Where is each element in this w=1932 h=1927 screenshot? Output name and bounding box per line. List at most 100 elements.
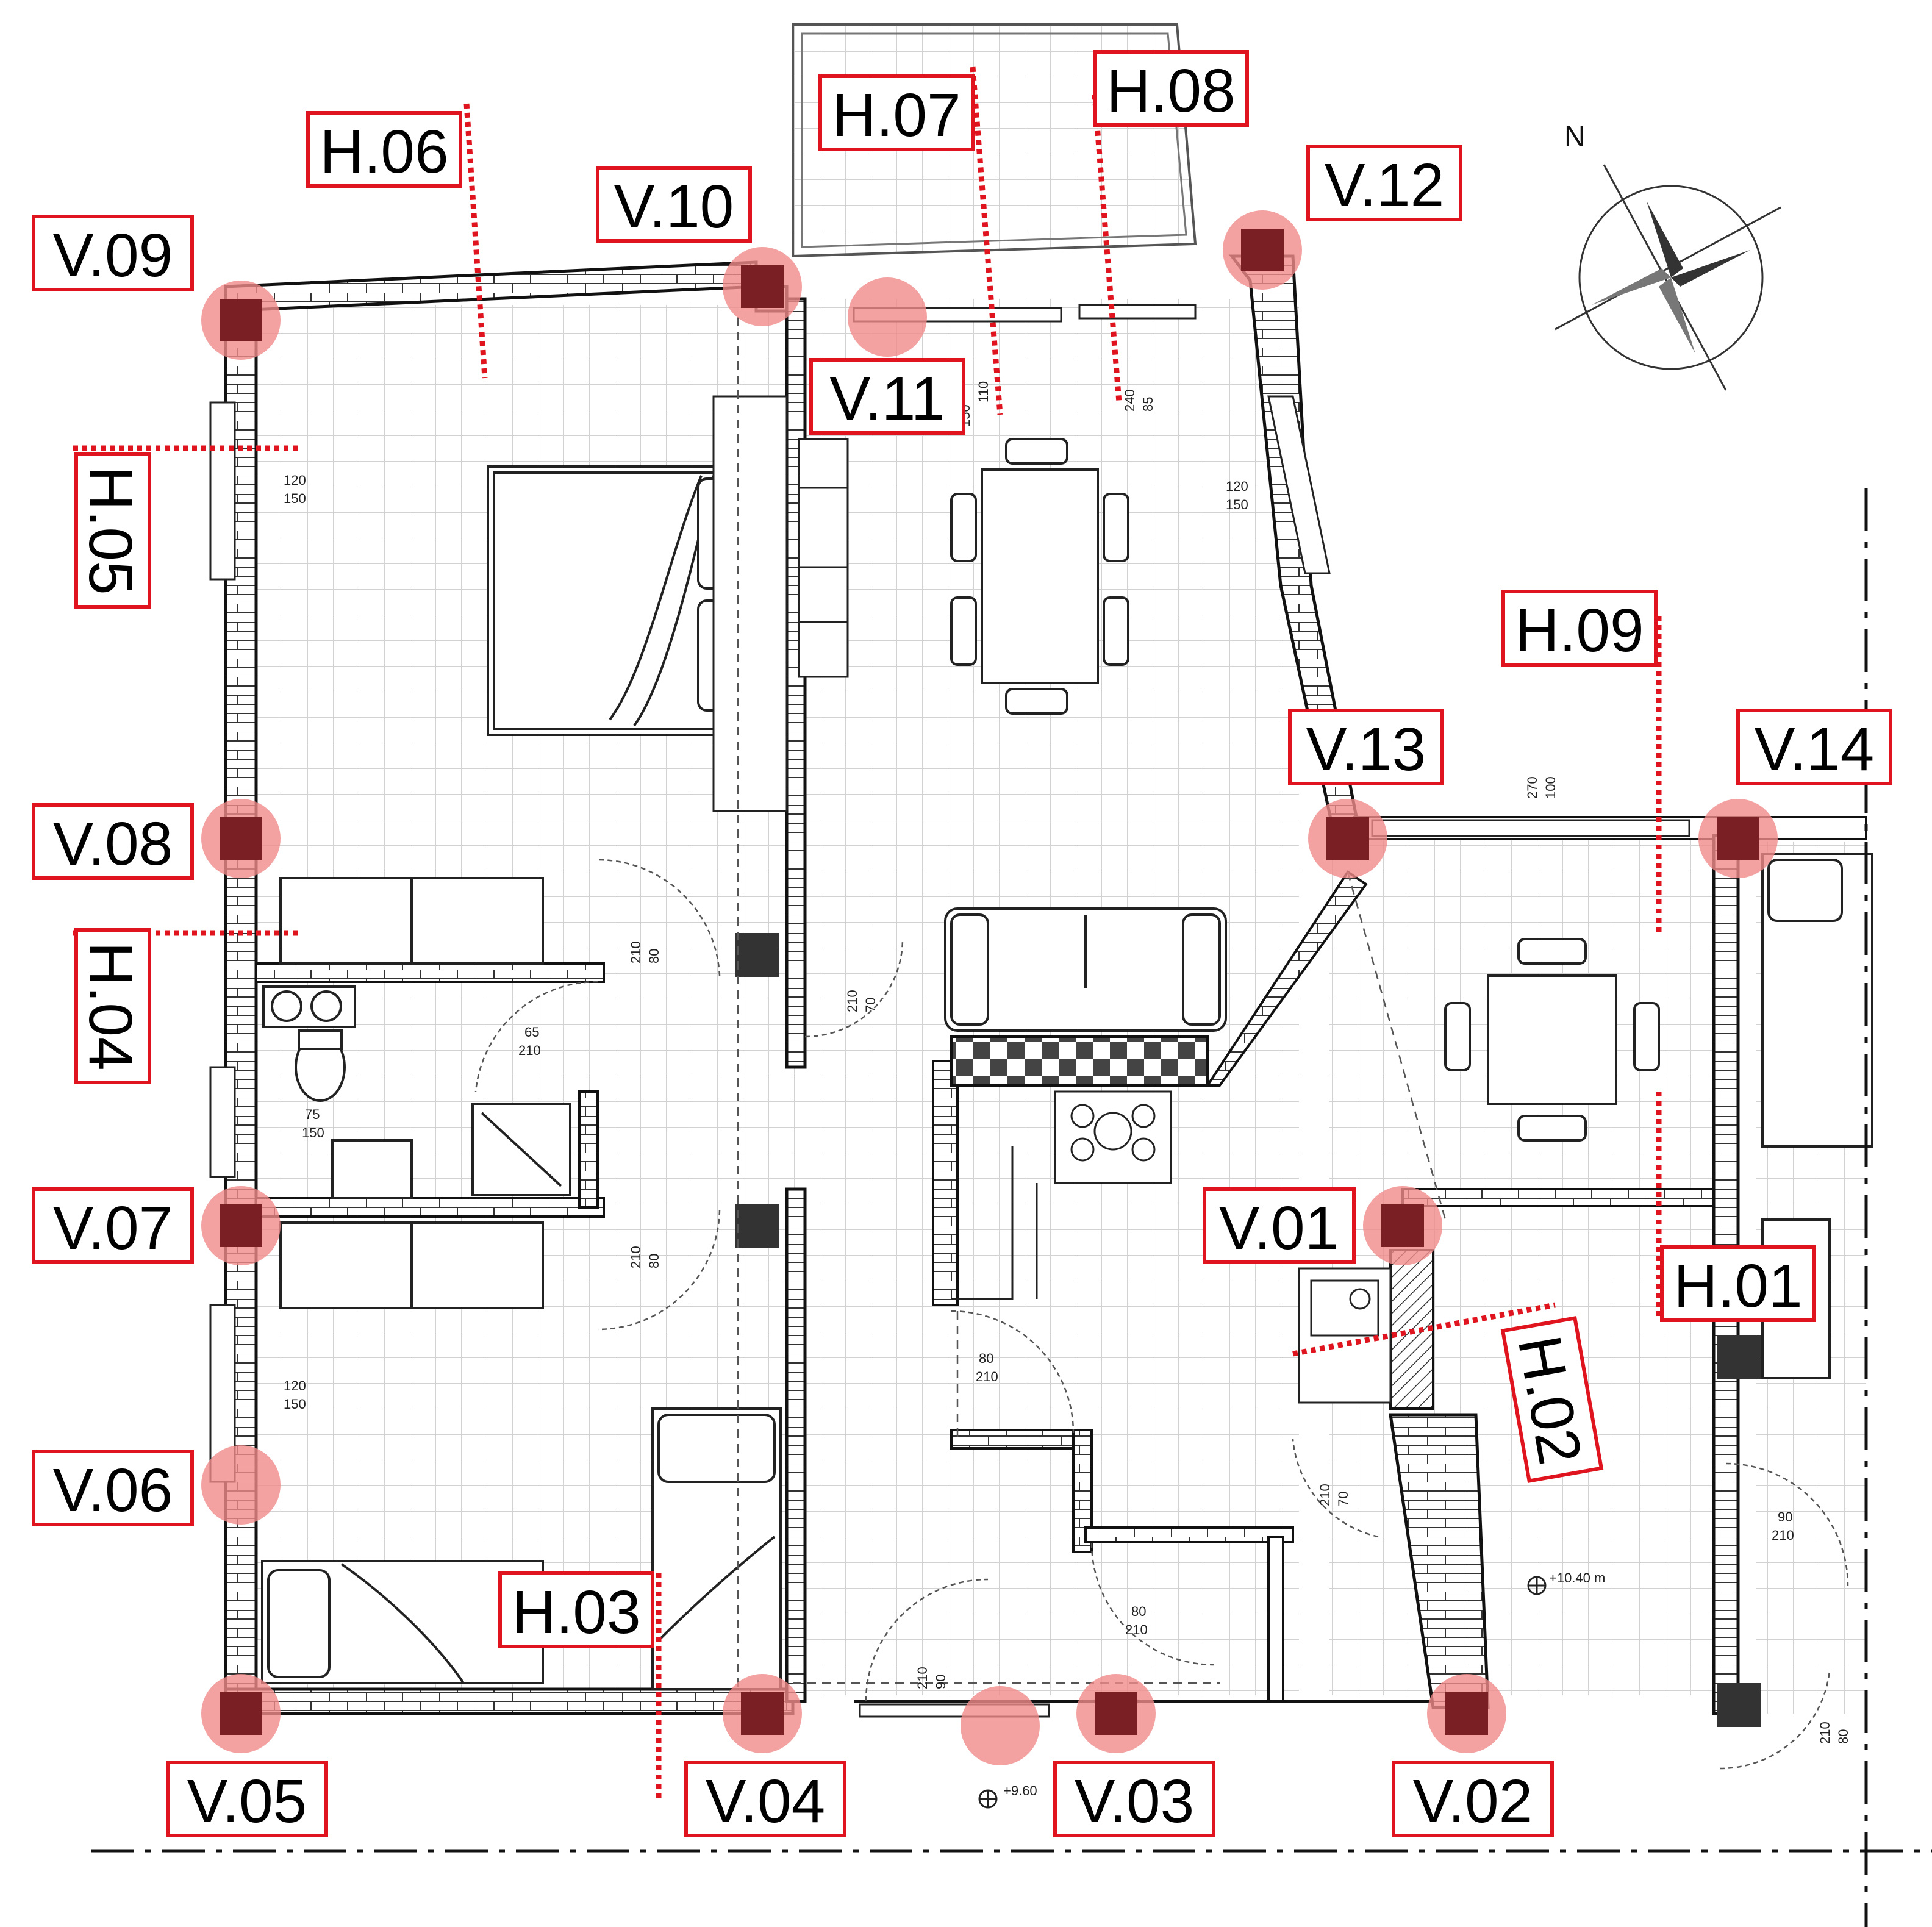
svg-text:V.10: V.10 [614,173,734,241]
vertex-marker-v05 [201,1674,281,1753]
svg-text:210: 210 [915,1667,930,1689]
svg-text:210: 210 [1125,1622,1148,1637]
svg-text:120: 120 [1226,479,1248,494]
svg-text:V.05: V.05 [187,1767,307,1836]
svg-text:150: 150 [284,1396,306,1412]
svg-text:H.05: H.05 [76,466,145,595]
svg-text:V.02: V.02 [1413,1767,1533,1836]
label-v07: V.07 [32,1187,194,1264]
vertex-marker-v12 [1223,210,1302,290]
dim-top-2: 85 240 [1122,389,1156,412]
label-v06: V.06 [32,1450,194,1526]
label-h01: H.01 [1660,1245,1816,1322]
vertex-marker-v09 [201,281,281,360]
svg-text:210: 210 [1772,1528,1794,1543]
svg-text:120: 120 [284,1378,306,1393]
svg-text:210: 210 [628,1246,643,1268]
dim-door-9: 70 210 [1317,1484,1351,1506]
svg-text:90: 90 [933,1675,948,1689]
wardrobe-bedroom-1 [712,395,849,812]
svg-text:H.09: H.09 [1515,596,1644,665]
svg-text:90: 90 [1778,1509,1792,1525]
level-marker-main: +10.40 m [1527,1570,1605,1595]
svg-text:75: 75 [305,1107,320,1122]
svg-text:210: 210 [1817,1721,1833,1744]
label-v14: V.14 [1736,709,1892,785]
vertex-marker-v07 [201,1186,281,1265]
vertex-marker-v01 [1363,1186,1442,1265]
columns [735,933,1761,1727]
label-h02: H.02 [1500,1316,1604,1483]
svg-text:H.04: H.04 [76,942,145,1070]
svg-text:210: 210 [518,1043,541,1058]
svg-text:120: 120 [284,473,306,488]
bed-single-right [651,1407,782,1690]
svg-text:H.08: H.08 [1106,57,1235,125]
dim-door-2: 65 210 [518,1024,541,1058]
svg-text:V.01: V.01 [1219,1194,1339,1262]
svg-text:80: 80 [646,1254,662,1268]
label-h07: H.07 [818,74,975,151]
dim-top-3: 100 270 [1525,776,1558,799]
dim-window-2: 120 150 [1226,479,1248,512]
svg-text:H.06: H.06 [320,118,448,186]
dim-door-3: 75 150 [302,1107,324,1140]
svg-text:110: 110 [976,381,991,402]
vertex-marker-v04 [723,1674,802,1753]
label-h04: H.04 [74,928,151,1084]
svg-text:210: 210 [1317,1484,1333,1506]
svg-text:V.06: V.06 [53,1456,173,1525]
svg-text:150: 150 [1226,497,1248,512]
svg-text:210: 210 [845,990,860,1012]
beam-lines [737,317,1447,1689]
svg-text:V.04: V.04 [706,1767,826,1836]
level-marker-entry: +9.60 [978,1783,1037,1809]
svg-text:V.08: V.08 [53,810,173,878]
svg-text:V.14: V.14 [1755,715,1875,784]
label-v12: V.12 [1306,145,1462,221]
label-v03: V.03 [1053,1761,1215,1837]
svg-text:V.11: V.11 [829,365,945,433]
svg-text:240: 240 [1122,389,1137,412]
vertex-marker-v03b [961,1686,1040,1765]
svg-text:80: 80 [1131,1604,1146,1619]
bathroom-fixtures [262,877,571,1309]
dim-window-1: 120 150 [284,473,306,506]
label-v05: V.05 [166,1761,328,1837]
svg-text:V.13: V.13 [1306,715,1426,784]
vertex-marker-v10 [723,247,802,326]
bed-single-left [261,1560,544,1684]
svg-text:V.07: V.07 [53,1194,173,1262]
dim-door-5: 70 210 [845,990,878,1012]
svg-text:V.12: V.12 [1325,151,1445,220]
svg-text:150: 150 [302,1125,324,1140]
section-labels: H.01 H.02 H.03 H.04 H.05 H.06 H.07 H.08 … [74,50,1816,1648]
dining-table-right [1444,938,1660,1142]
vertex-marker-v03 [1076,1674,1156,1753]
dim-door-11: 80 210 [1817,1721,1851,1744]
svg-text:65: 65 [524,1024,539,1040]
label-h08: H.08 [1093,50,1249,127]
svg-text:210: 210 [628,941,643,964]
svg-text:100: 100 [1543,776,1558,799]
label-h05: H.05 [74,452,151,609]
svg-text:70: 70 [863,998,878,1012]
label-v11: V.11 [809,358,965,435]
svg-text:H.07: H.07 [832,81,961,149]
svg-text:270: 270 [1525,776,1540,799]
svg-text:150: 150 [284,491,306,506]
kitchen-counter [951,1090,1172,1300]
label-v01: V.01 [1203,1187,1356,1264]
dim-door-1: 80 210 [628,941,662,964]
svg-text:H.03: H.03 [512,1578,640,1646]
svg-text:+9.60: +9.60 [1003,1783,1037,1798]
dim-door-10: 90 210 [1772,1509,1794,1543]
vertex-labels: V.01 V.02 V.03 V.04 V.05 V.06 V.07 V.08 … [32,145,1892,1837]
section-lines [73,66,1662,1799]
dim-door-4: 80 210 [628,1246,662,1268]
svg-text:85: 85 [1140,397,1156,412]
label-v13: V.13 [1288,709,1444,785]
svg-text:H.01: H.01 [1673,1252,1802,1320]
north-label: N [1564,121,1586,153]
svg-text:V.09: V.09 [53,221,173,290]
